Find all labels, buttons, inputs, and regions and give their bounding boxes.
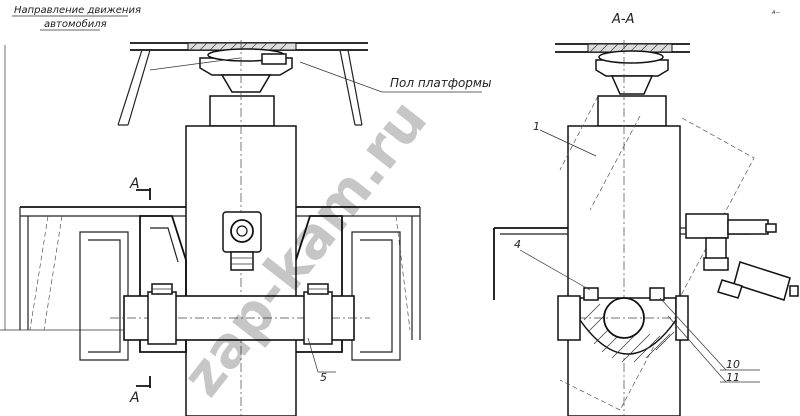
section-view: А-А A— <box>493 10 799 416</box>
front-view: Направление движения автомобиля Пол плат… <box>0 5 491 416</box>
callout-1: 1 <box>533 120 540 133</box>
section-mark-bottom: А <box>129 390 140 406</box>
direction-label-line2: автомобиля <box>44 18 107 30</box>
floor-label: Пол платформы <box>390 76 491 90</box>
callout-5: 5 <box>320 371 327 384</box>
section-mark-top: А <box>129 176 140 192</box>
callout-11: 11 <box>726 371 740 384</box>
corner-mark: A— <box>771 10 780 16</box>
section-title: А-А <box>611 12 634 27</box>
callout-10: 10 <box>726 358 740 371</box>
callout-4: 4 <box>514 238 521 251</box>
direction-label-line1: Направление движения <box>14 5 141 16</box>
